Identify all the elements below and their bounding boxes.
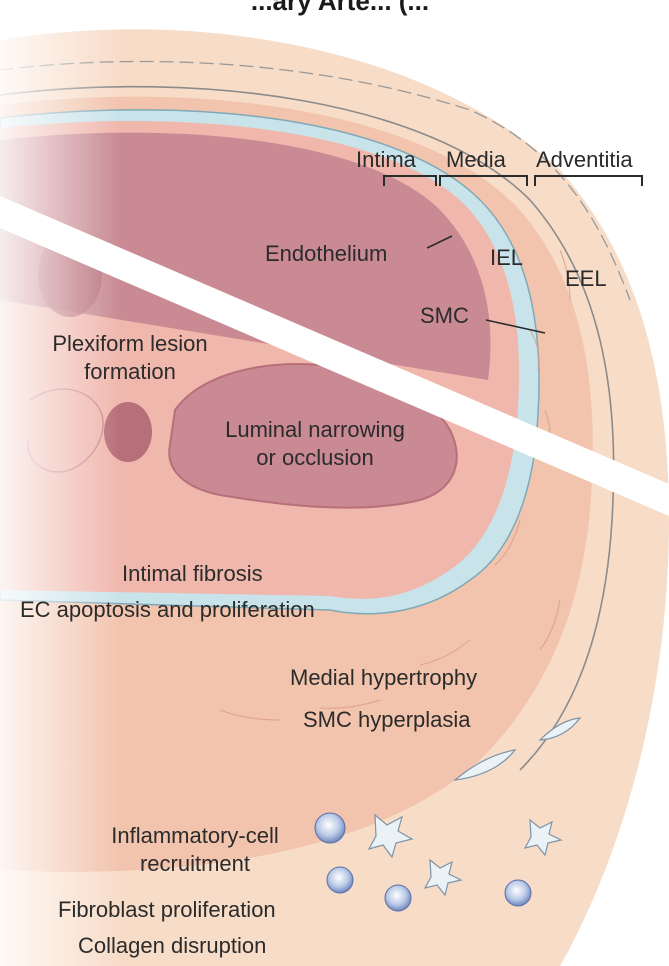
label-adventitia: Adventitia bbox=[536, 146, 633, 174]
plexiform-line-2: formation bbox=[0, 358, 260, 386]
label-inflammatory-cell: Inflammatory-cell recruitment bbox=[70, 822, 320, 878]
label-plexiform-lesion: Plexiform lesion formation bbox=[0, 330, 260, 386]
plexiform-line-1: Plexiform lesion bbox=[0, 330, 260, 358]
label-fibroblast-proliferation: Fibroblast proliferation bbox=[58, 896, 276, 924]
label-media: Media bbox=[446, 146, 506, 174]
diagram-title-cropped: ...ary Arte... (... bbox=[80, 0, 600, 17]
label-intimal-fibrosis: Intimal fibrosis bbox=[122, 560, 263, 588]
label-smc: SMC bbox=[420, 302, 469, 330]
inflammatory-line-2: recruitment bbox=[70, 850, 320, 878]
luminal-line-2: or occlusion bbox=[195, 444, 435, 472]
label-collagen-disruption: Collagen disruption bbox=[78, 932, 266, 960]
label-medial-hypertrophy: Medial hypertrophy bbox=[290, 664, 477, 692]
label-ec-apoptosis: EC apoptosis and proliferation bbox=[20, 596, 315, 624]
label-endothelium: Endothelium bbox=[265, 240, 387, 268]
inflammatory-line-1: Inflammatory-cell bbox=[70, 822, 320, 850]
label-iel: IEL bbox=[490, 244, 523, 272]
luminal-line-1: Luminal narrowing bbox=[195, 416, 435, 444]
label-luminal-narrowing: Luminal narrowing or occlusion bbox=[195, 416, 435, 472]
label-intima: Intima bbox=[356, 146, 416, 174]
label-smc-hyperplasia: SMC hyperplasia bbox=[303, 706, 471, 734]
label-eel: EEL bbox=[565, 265, 607, 293]
